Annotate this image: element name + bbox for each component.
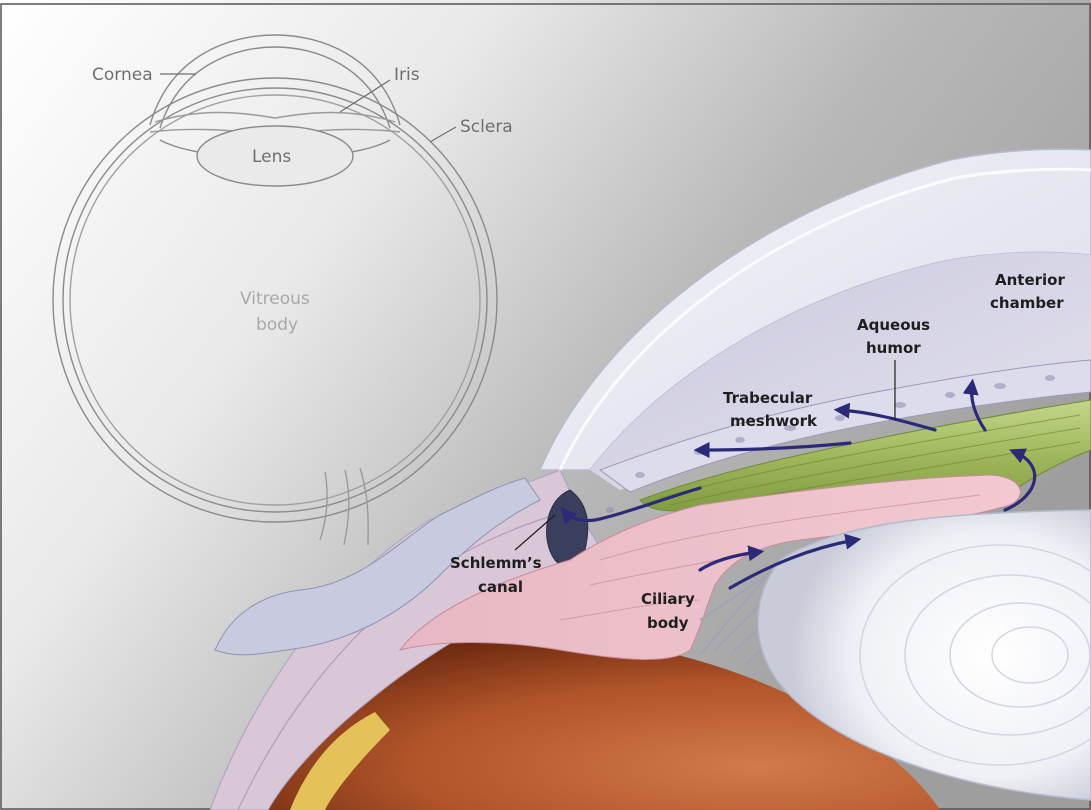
label-vitreous-line1: Vitreous <box>240 289 310 309</box>
label-trabecular-line2: meshwork <box>730 412 818 430</box>
label-iris: Iris <box>394 65 420 85</box>
label-ciliary-line1: Ciliary <box>641 590 695 608</box>
label-ciliary-line2: body <box>647 614 689 632</box>
label-anterior-line1: Anterior <box>995 271 1065 289</box>
label-schlemm-line2: canal <box>478 578 523 596</box>
label-cornea: Cornea <box>92 65 153 85</box>
label-anterior-line2: chamber <box>990 294 1064 312</box>
label-vitreous-line2: body <box>256 315 298 335</box>
label-aqueous-line1: Aqueous <box>857 316 930 334</box>
label-trabecular-line1: Trabecular <box>723 389 813 407</box>
label-schlemm-line1: Schlemm’s <box>450 554 542 572</box>
label-sclera: Sclera <box>460 117 513 137</box>
label-lens: Lens <box>252 147 291 167</box>
label-aqueous-line2: humor <box>866 339 921 357</box>
